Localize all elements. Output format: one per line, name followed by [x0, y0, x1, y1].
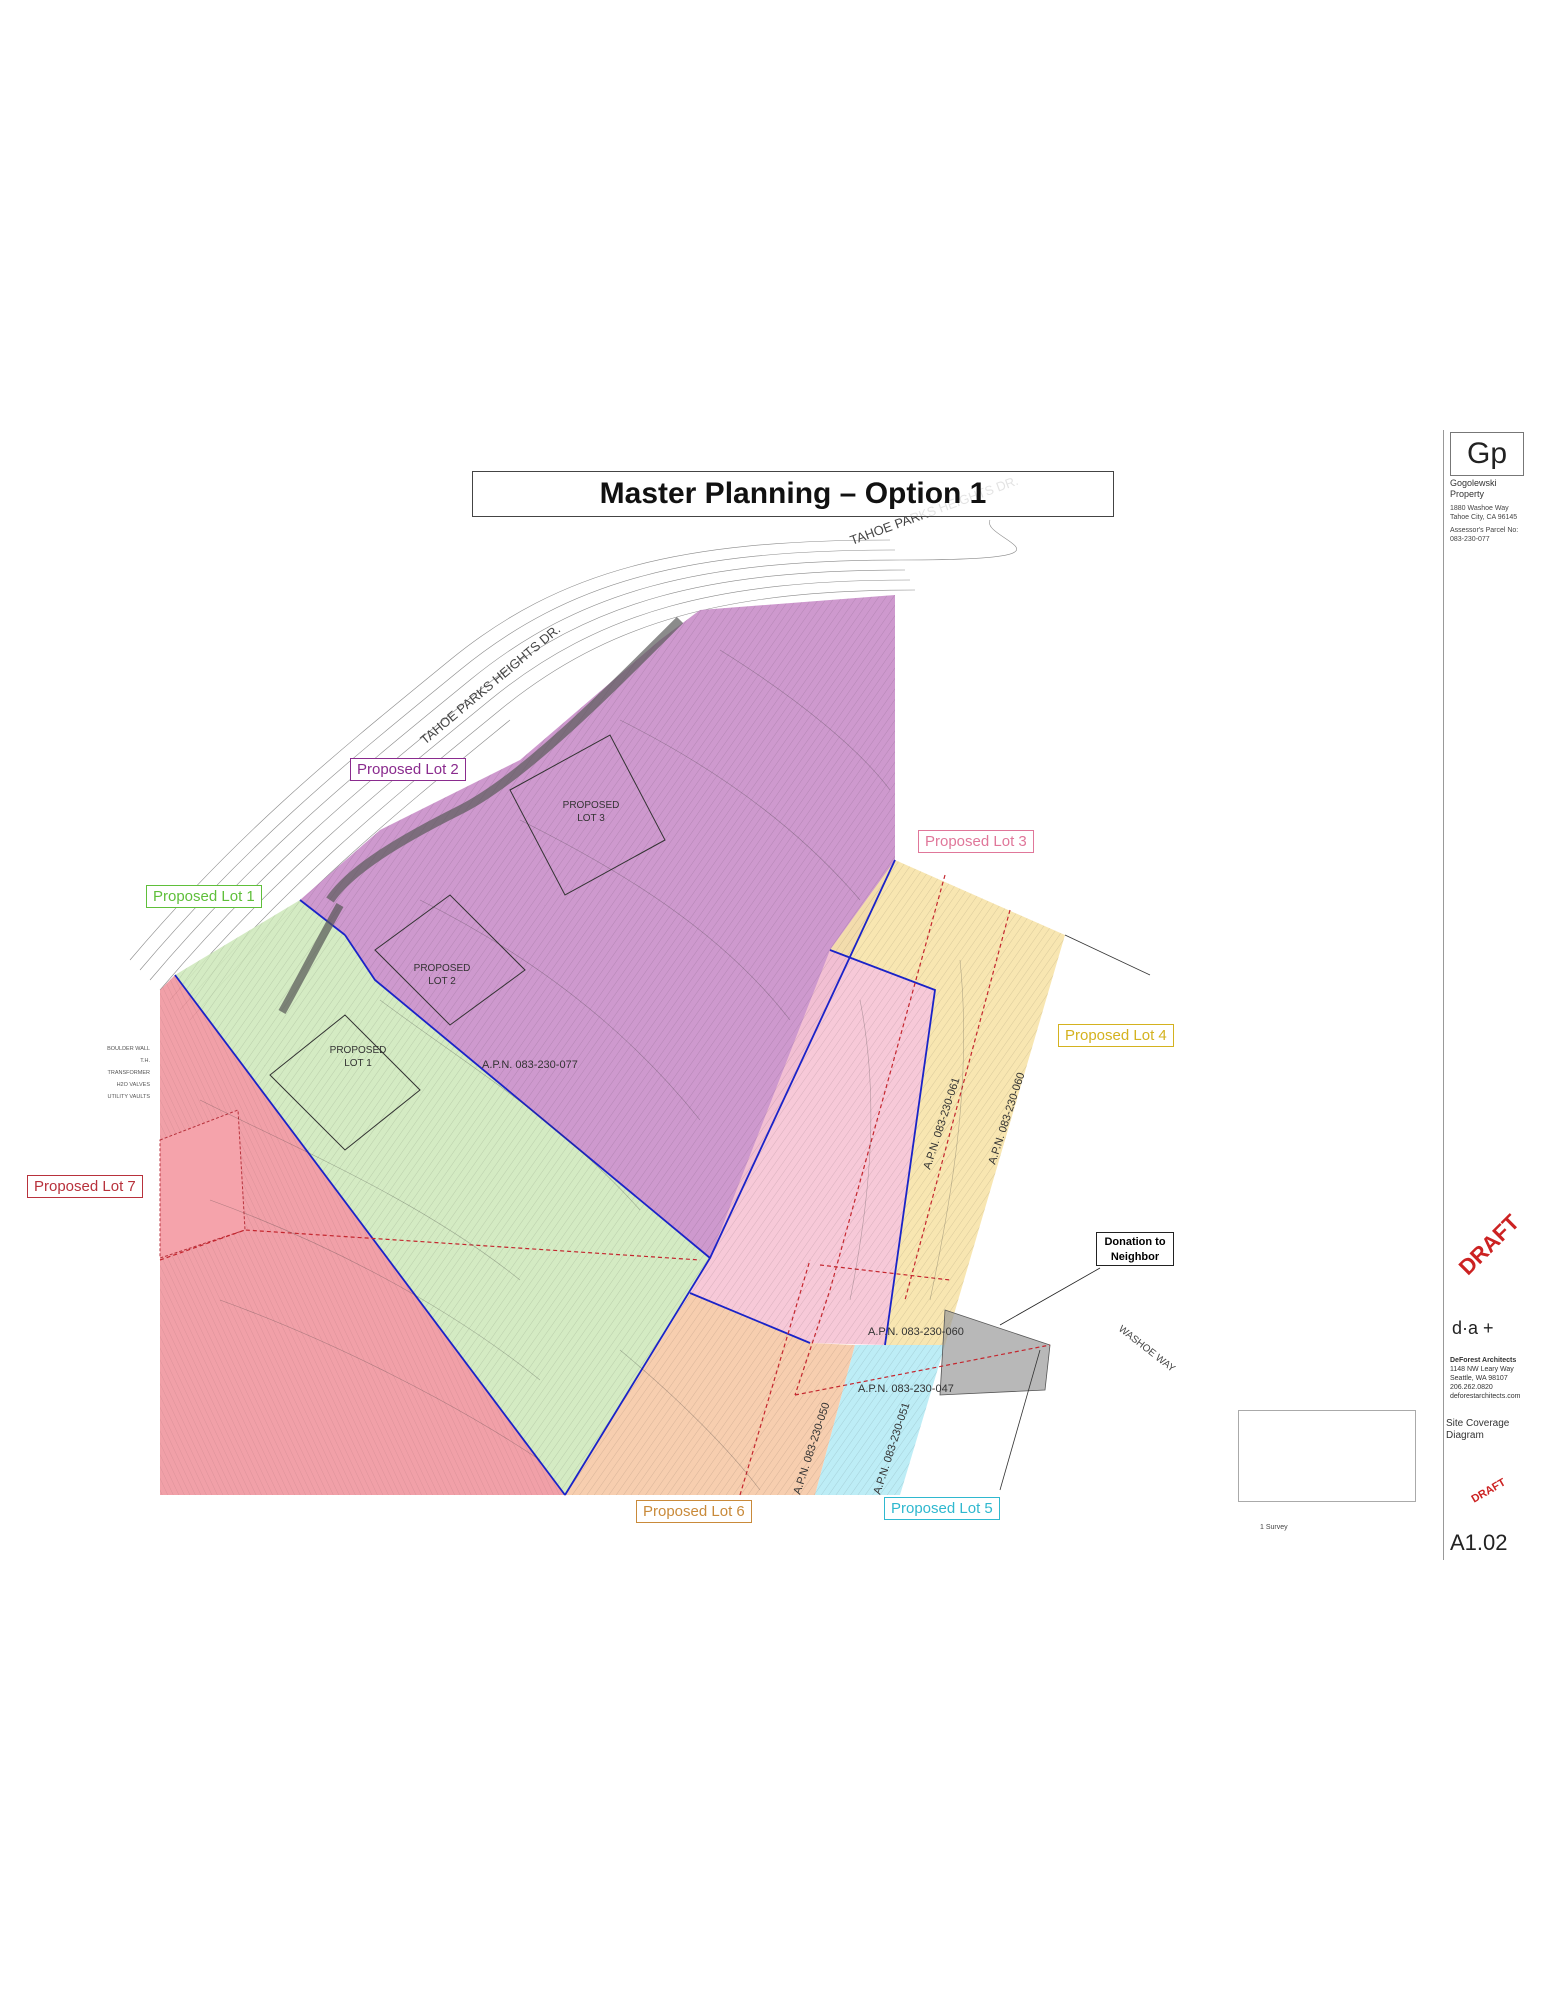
firm-web: deforestarchitects.com: [1450, 1393, 1521, 1400]
lot-label-2[interactable]: Proposed Lot 2: [350, 758, 466, 781]
east-leader: [1064, 934, 1151, 976]
building-label-lot2-a: PROPOSED: [414, 963, 471, 974]
donation-area[interactable]: [939, 1309, 1051, 1396]
building-label-lot2-b: LOT 2: [428, 976, 456, 987]
lot-6-hatch: [565, 1293, 855, 1495]
lot-3-hatch: [690, 950, 935, 1345]
donation-callout: Donation to Neighbor: [1096, 1232, 1174, 1266]
project-street: 1880 Washoe Way: [1450, 505, 1509, 512]
project-city: Tahoe City, CA 96145: [1450, 514, 1518, 521]
firm-city: Seattle, WA 98107: [1450, 1375, 1508, 1382]
road-contours: [129, 519, 1017, 1021]
sheet-name-line1: Site Coverage: [1446, 1418, 1510, 1429]
donation-callout-line1: Donation to: [1104, 1236, 1166, 1248]
lot-7-notch: [159, 1109, 246, 1259]
lot-label-4[interactable]: Proposed Lot 4: [1058, 1024, 1174, 1047]
donation-leader: [999, 1267, 1101, 1326]
note-boulder-wall: BOULDER WALL: [107, 1046, 150, 1052]
firm-name: DeForest Architects: [1450, 1357, 1517, 1364]
title-box: Master Planning – Option 1: [472, 471, 1114, 517]
site-contours: [199, 649, 965, 1491]
firm-info: DeForest Architects 1148 NW Leary Way Se…: [1450, 1356, 1520, 1401]
lot-4-hatch: [830, 860, 1065, 1345]
building-label-lot1-a: PROPOSED: [330, 1045, 387, 1056]
street-washoe: WASHOE WAY: [1116, 1324, 1177, 1375]
donation-callout-line2: Neighbor: [1110, 1251, 1160, 1263]
lot-label-3[interactable]: Proposed Lot 3: [918, 830, 1034, 853]
parcel-label: Assessor's Parcel No:: [1450, 527, 1519, 534]
lot-label-1[interactable]: Proposed Lot 1: [146, 885, 262, 908]
building-label-lot3-b: LOT 3: [577, 813, 605, 824]
apn-center2: A.P.N. 083-230-047: [858, 1383, 954, 1395]
note-utility-vaults: UTILITY VAULTS: [108, 1094, 151, 1100]
project-address: 1880 Washoe Way Tahoe City, CA 96145 Ass…: [1450, 504, 1518, 544]
lot-7-hatch: [160, 975, 565, 1495]
note-h2o-valves: H2O VALVES: [117, 1082, 151, 1088]
lot-5-hatch: [815, 1345, 945, 1495]
apn-lot2: A.P.N. 083-230-077: [482, 1059, 578, 1071]
lot5-leader: [999, 1349, 1041, 1491]
driveway-spur: [278, 903, 344, 1014]
street-tahoe-parks-1: TAHOE PARKS HEIGHTS DR.: [417, 621, 563, 747]
left-notes: BOULDER WALL T.H. TRANSFORMER H2O VALVES…: [107, 1046, 150, 1100]
firm-address: 1148 NW Leary Way: [1450, 1366, 1514, 1373]
note-transformer: TRANSFORMER: [108, 1070, 151, 1076]
lot-label-6[interactable]: Proposed Lot 6: [636, 1500, 752, 1523]
project-name: Gogolewski Property: [1450, 478, 1497, 500]
title-block: [1443, 430, 1526, 1560]
lot-label-7[interactable]: Proposed Lot 7: [27, 1175, 143, 1198]
building-label-lot3-a: PROPOSED: [563, 800, 620, 811]
parcel-number: 083-230-077: [1450, 536, 1490, 543]
note-th: T.H.: [140, 1058, 150, 1064]
building-label-lot1-b: LOT 1: [344, 1058, 372, 1069]
sheet-name-line2: Diagram: [1446, 1430, 1484, 1441]
lot-2-hatch: [300, 595, 895, 1258]
firm-phone: 206.262.0820: [1450, 1384, 1493, 1391]
lot-label-5[interactable]: Proposed Lot 5: [884, 1497, 1000, 1520]
driveway: [326, 616, 684, 903]
apn-center: A.P.N. 083-230-060: [868, 1326, 964, 1338]
lot-1-hatch: [175, 900, 710, 1495]
coverage-table: [1238, 1410, 1416, 1502]
survey-label: 1 Survey: [1260, 1524, 1288, 1531]
sheet-number: A1.02: [1450, 1530, 1508, 1555]
firm-logo: d·a +: [1452, 1318, 1494, 1338]
property-lines: [159, 874, 1051, 1496]
sheet-name: Site Coverage Diagram: [1446, 1418, 1516, 1442]
lot-boundaries: [174, 859, 936, 1496]
building-footprints: [269, 734, 666, 1151]
project-line1: Gogolewski: [1450, 478, 1497, 488]
project-line2: Property: [1450, 489, 1485, 499]
page-title: Master Planning – Option 1: [599, 477, 987, 510]
gp-logo: Gp: [1450, 432, 1524, 476]
